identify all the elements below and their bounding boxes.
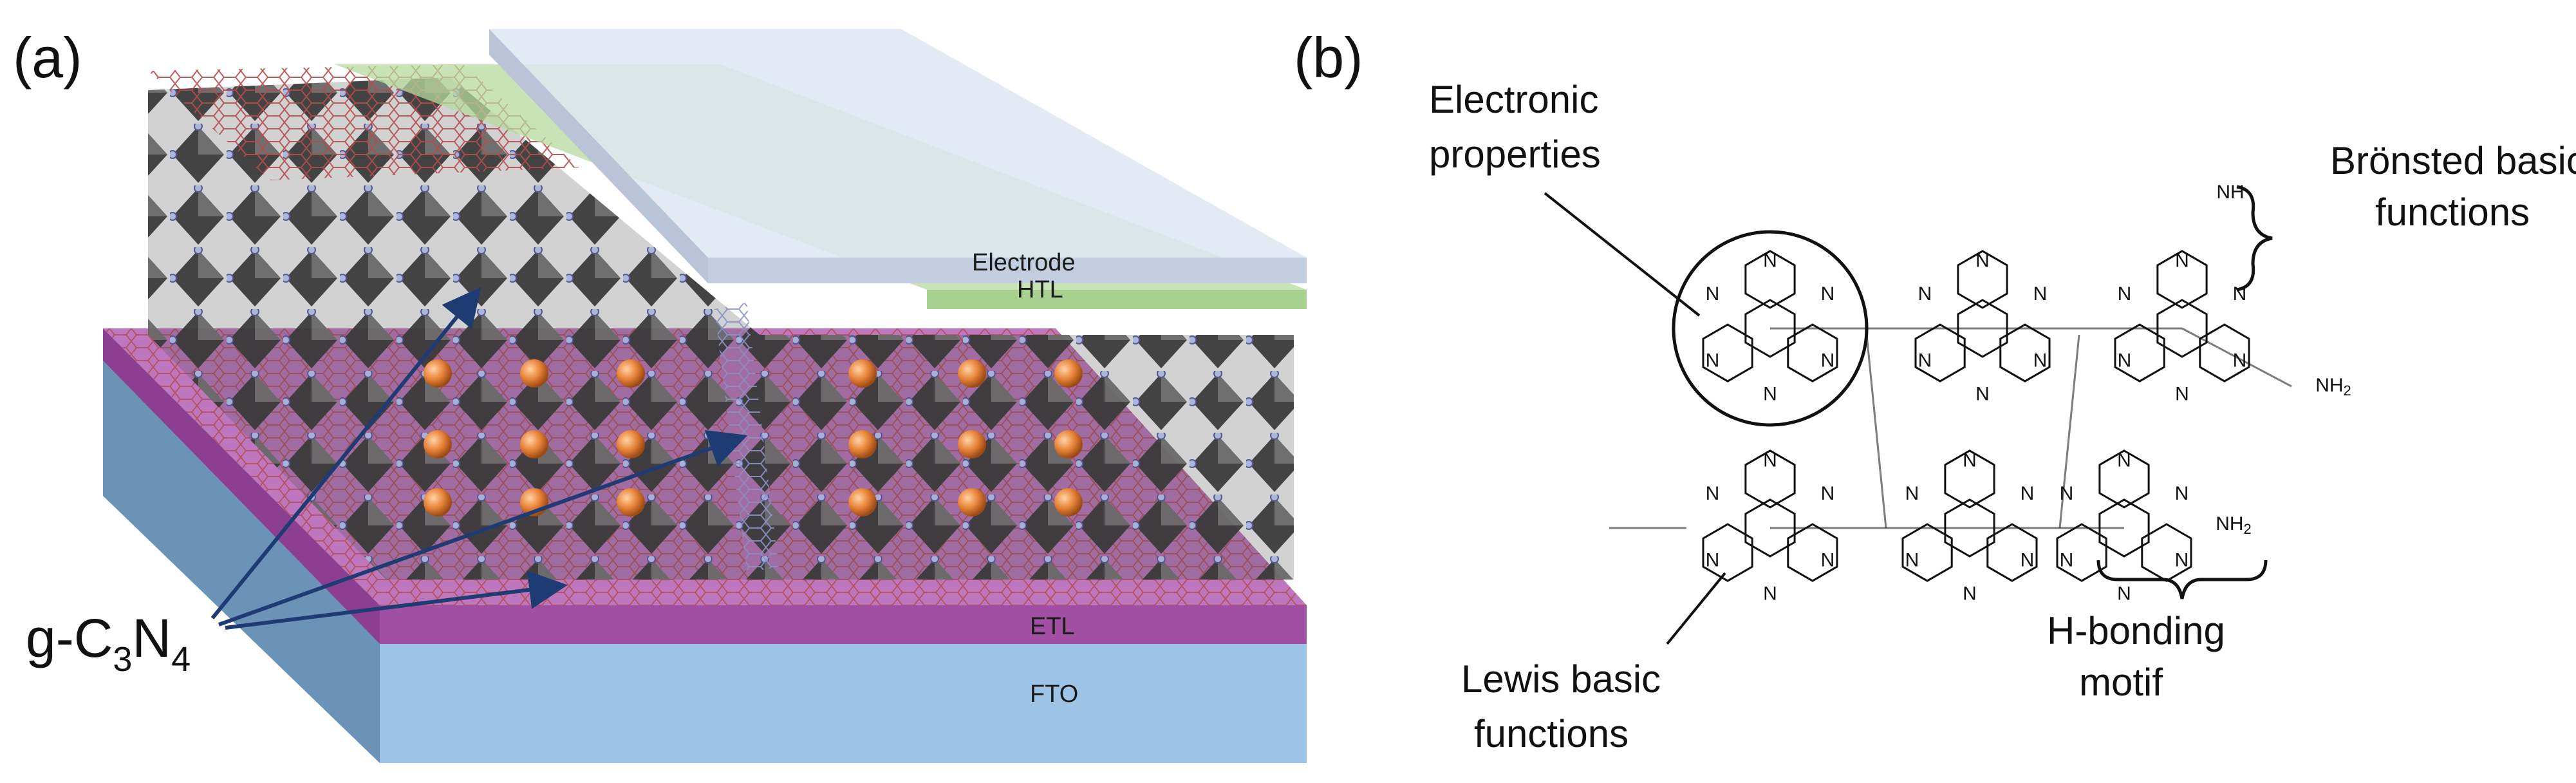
lewis-line1: Lewis basic: [1461, 657, 1661, 701]
nitrogen-atom: N: [2175, 550, 2189, 571]
electronic-properties-line1: Electronic: [1429, 78, 1598, 121]
bridging-bond: [2058, 334, 2080, 529]
lewis-pointer: [1666, 572, 1726, 645]
electronic-pointer: [1544, 192, 1701, 317]
triazine-ring: [1744, 299, 1796, 358]
triazine-ring: [1702, 523, 1753, 582]
electrode-layer: [489, 29, 1307, 283]
triazine-ring: [2156, 250, 2208, 309]
nitrogen-atom: N: [1975, 250, 1990, 272]
nitrogen-atom: N: [1706, 483, 1720, 504]
nitrogen-atom: N: [2033, 283, 2048, 305]
triazine-ring: [2156, 299, 2208, 358]
nitrogen-atom: N: [2021, 483, 2035, 504]
bridging-bond: [2181, 327, 2292, 388]
triazine-ring: [1914, 323, 1966, 382]
nitrogen-atom: N: [1918, 350, 1932, 372]
nitrogen-atom: N: [1763, 583, 1777, 604]
nitrogen-atom: N: [1821, 483, 1835, 504]
heptazine-atoms: N N N N N N N N N N N N N N N N N N N N N N N N N N N N N N N N N N N N: [1706, 250, 2247, 605]
panel-a-label: (a): [13, 26, 82, 90]
heptazine-bonds: [1609, 250, 2292, 582]
hbond-brace: [2096, 560, 2268, 599]
bronsted-brace: [2236, 185, 2273, 292]
nh-group: NH: [2216, 182, 2244, 203]
triazine-ring: [1957, 250, 2008, 309]
gc3n4-arrows: [210, 287, 748, 630]
nitrogen-atom: N: [2060, 483, 2074, 504]
fto-layer: [103, 361, 1307, 763]
nitrogen-atom: N: [2021, 550, 2035, 571]
nitrogen-atom: N: [1706, 550, 1720, 571]
nitrogen-atom: N: [2175, 250, 2189, 272]
triazine-ring: [1986, 523, 2038, 582]
nitrogen-atom: N: [2117, 583, 2131, 604]
nitrogen-atom: N: [1963, 450, 1977, 471]
triazine-ring: [2098, 449, 2150, 509]
triazine-ring: [1744, 498, 1796, 558]
triazine-ring: [1999, 323, 2051, 382]
nitrogen-atom: N: [2118, 350, 2132, 372]
htl-label: HTL: [1017, 276, 1063, 303]
nitrogen-atom: N: [1706, 350, 1720, 372]
nitrogen-atom: N: [1821, 350, 1835, 372]
nh2-group-bottom: NH2: [2216, 513, 2252, 537]
nitrogen-atom: N: [2033, 350, 2048, 372]
hbond-line2: motif: [2079, 661, 2163, 704]
nitrogen-atom: N: [1763, 450, 1777, 471]
nitrogen-atom: N: [1706, 283, 1720, 305]
hbond-line1: H-bonding: [2047, 609, 2225, 652]
nitrogen-atom: N: [2060, 550, 2074, 571]
nitrogen-atom: N: [2117, 450, 2131, 471]
nitrogen-atom: N: [1763, 383, 1777, 404]
panel-b: (b) Electronic properties Brönsted basic…: [1294, 26, 2576, 755]
nitrogen-atom: N: [1821, 550, 1835, 571]
nitrogen-atom: N: [1963, 583, 1977, 604]
nitrogen-atom: N: [1905, 550, 1919, 571]
electrode-label: Electrode: [972, 249, 1076, 276]
triazine-ring: [2098, 498, 2150, 558]
triazine-ring: [1957, 299, 2008, 358]
electronic-properties-line2: properties: [1429, 133, 1601, 176]
triazine-ring: [2056, 523, 2107, 582]
nitrogen-atom: N: [1975, 383, 1990, 404]
triazine-ring: [1787, 323, 1838, 382]
triazine-ring: [1744, 250, 1796, 309]
bridging-bond: [1865, 334, 1887, 529]
gc3n4-label: g-C3N4: [26, 608, 191, 679]
triazine-ring: [1787, 523, 1838, 582]
triazine-ring: [1944, 449, 1995, 509]
lewis-line2: functions: [1474, 712, 1629, 755]
nitrogen-atom: N: [1905, 483, 1919, 504]
triazine-ring: [1901, 523, 1953, 582]
nitrogen-atom: N: [1821, 283, 1835, 305]
nh2-group-top: NH2: [2315, 375, 2351, 399]
triazine-ring: [1744, 449, 1796, 509]
fto-label: FTO: [1030, 681, 1078, 708]
panel-b-label: (b): [1294, 26, 1363, 90]
triazine-ring: [2114, 323, 2165, 382]
bronsted-line2: functions: [2375, 191, 2530, 234]
cation-spheres: [424, 359, 1083, 516]
nitrogen-atom: N: [2233, 350, 2247, 372]
triazine-ring: [1702, 323, 1753, 382]
nitrogen-atom: N: [2233, 283, 2247, 305]
nitrogen-atom: N: [2175, 383, 2189, 404]
nitrogen-atom: N: [1763, 250, 1777, 272]
nitrogen-atom: N: [2175, 483, 2189, 504]
triazine-ring: [2141, 523, 2192, 582]
triazine-ring: [1944, 498, 1995, 558]
etl-label: ETL: [1030, 613, 1075, 640]
nitrogen-atom: N: [2118, 283, 2132, 305]
bronsted-line1: Brönsted basic: [2330, 139, 2576, 182]
nitrogen-atom: N: [1918, 283, 1932, 305]
panel-a: (a): [13, 26, 1307, 763]
